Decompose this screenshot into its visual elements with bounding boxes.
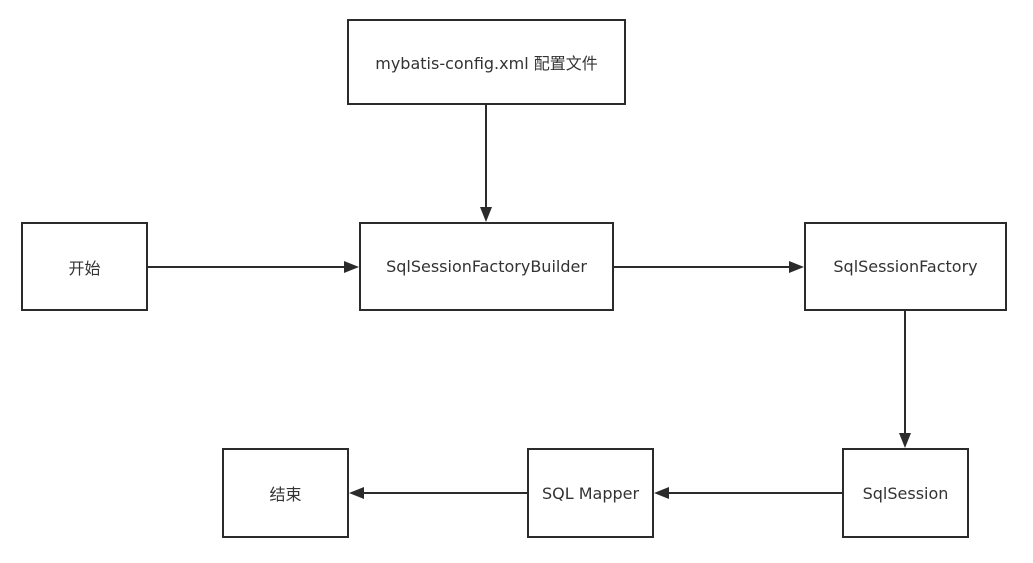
- node-label: 开始: [68, 258, 101, 278]
- node-label: SqlSessionFactory: [833, 257, 978, 276]
- edge-start-to-builder: [148, 261, 359, 273]
- edge-builder-to-factory: [614, 261, 804, 273]
- node-config-file: mybatis-config.xml 配置文件: [347, 19, 626, 105]
- node-sqlsession: SqlSession: [842, 448, 969, 538]
- edge-session-to-mapper: [654, 487, 842, 499]
- node-start: 开始: [21, 222, 148, 311]
- node-sqlsessionfactory: SqlSessionFactory: [804, 222, 1007, 311]
- node-label: 结束: [269, 485, 302, 504]
- node-sqlsessionfactorybuilder: SqlSessionFactoryBuilder: [359, 222, 614, 311]
- node-label: SqlSession: [862, 483, 949, 503]
- node-end: 结束: [222, 448, 349, 538]
- edge-mapper-to-end: [349, 487, 527, 499]
- node-label: SqlSessionFactoryBuilder: [386, 257, 587, 276]
- edge-config-to-builder: [480, 105, 492, 222]
- node-label: SQL Mapper: [541, 483, 640, 503]
- edge-factory-to-session: [899, 311, 911, 448]
- node-label: mybatis-config.xml 配置文件: [375, 54, 598, 73]
- node-sql-mapper: SQL Mapper: [527, 448, 654, 538]
